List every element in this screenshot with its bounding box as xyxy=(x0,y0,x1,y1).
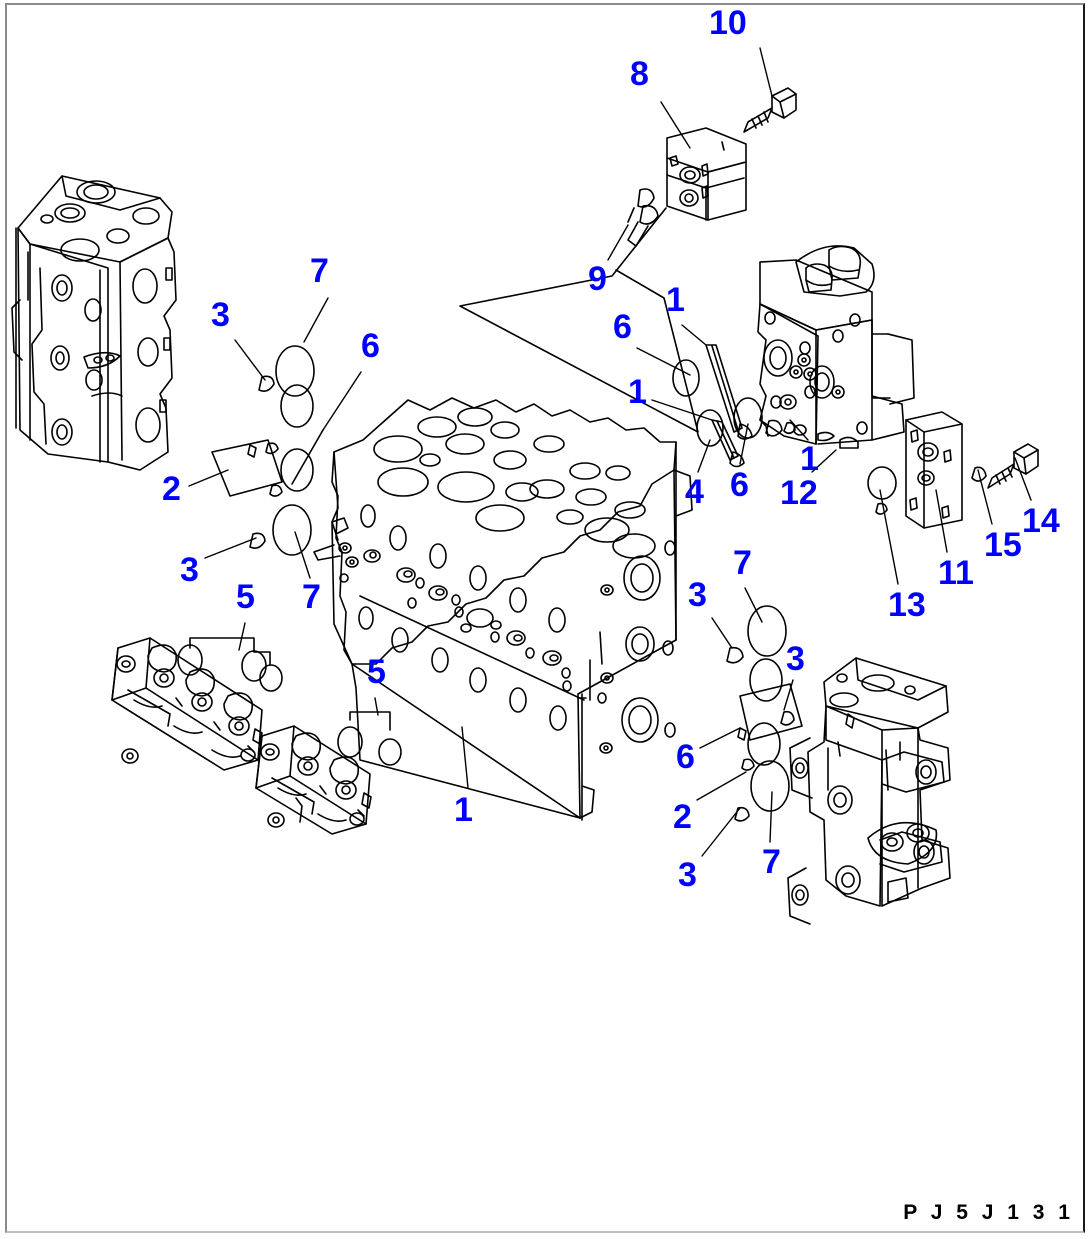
leader-line-7 xyxy=(303,297,329,343)
leader-line-7 xyxy=(294,531,311,579)
callout-3: 3 xyxy=(786,640,805,678)
callout-7: 7 xyxy=(310,252,329,290)
upper-right-valve-section xyxy=(757,245,915,449)
leader-line-1 xyxy=(681,324,707,346)
callout-3: 3 xyxy=(678,856,697,894)
leader-line-14 xyxy=(1014,457,1032,501)
leader-line-8 xyxy=(660,101,691,149)
leader-line-7 xyxy=(769,791,773,843)
callout-8: 8 xyxy=(630,55,649,93)
callout-9: 9 xyxy=(588,260,607,298)
leader-line-6 xyxy=(636,347,691,376)
callout-10: 10 xyxy=(709,4,747,42)
callout-3: 3 xyxy=(211,296,230,334)
leader-line-5 xyxy=(374,697,379,716)
callout-6: 6 xyxy=(361,327,380,365)
callout-2: 2 xyxy=(162,470,181,508)
leader-line-1 xyxy=(651,399,713,421)
leader-line-1 xyxy=(789,419,809,441)
leader-line-2 xyxy=(188,469,229,487)
left-manifold-block-a xyxy=(111,637,263,771)
leader-line-10 xyxy=(759,47,773,97)
leader-line-6 xyxy=(739,423,749,465)
leader-line-4 xyxy=(697,439,711,473)
callout-6: 6 xyxy=(676,738,695,776)
leader-line-3 xyxy=(783,679,794,711)
leader-line-5 xyxy=(238,622,246,651)
callout-3: 3 xyxy=(180,551,199,589)
leader-line-3 xyxy=(701,807,741,857)
leader-line-2 xyxy=(696,771,747,801)
upper-left-valve-section xyxy=(11,175,177,471)
callout-15: 15 xyxy=(984,526,1022,564)
tie-rod-pins-1 xyxy=(705,344,753,468)
callout-1: 1 xyxy=(666,281,685,319)
callout-6: 6 xyxy=(730,466,749,504)
leader-line-7 xyxy=(744,587,763,623)
callout-1: 1 xyxy=(628,373,647,411)
left-manifold-block-b xyxy=(255,725,372,835)
leader-line-1 xyxy=(461,726,469,789)
leader-line-3 xyxy=(234,339,266,381)
hex-bolt-10 xyxy=(743,87,797,133)
callout-3: 3 xyxy=(688,576,707,614)
hex-bolt-14 xyxy=(987,443,1039,489)
callout-1: 1 xyxy=(800,440,819,478)
cover-plate-11 xyxy=(905,411,963,529)
callout-11: 11 xyxy=(938,554,974,592)
leader-line-11 xyxy=(935,489,948,553)
callout-2: 2 xyxy=(673,798,692,836)
callout-4: 4 xyxy=(685,473,704,511)
plug-9 xyxy=(627,188,659,247)
callout-7: 7 xyxy=(762,843,781,881)
callout-leaders xyxy=(188,47,1032,857)
callout-5: 5 xyxy=(367,653,386,691)
drawing-number: P J 5 J 1 3 1 xyxy=(903,1201,1074,1224)
callout-6: 6 xyxy=(613,308,632,346)
leader-line-15 xyxy=(977,469,993,525)
leader-line-3 xyxy=(711,617,733,649)
leader-line-6 xyxy=(322,371,362,431)
plug-group-5 xyxy=(177,637,402,766)
callout-1: 1 xyxy=(454,791,473,829)
assembly-leader-line xyxy=(459,207,699,433)
leader-line-9 xyxy=(607,224,629,261)
lower-right-valve-section xyxy=(787,657,951,925)
callout-7: 7 xyxy=(302,578,321,616)
callout-7: 7 xyxy=(733,544,752,582)
main-control-valve-body xyxy=(313,397,693,821)
leader-line-3 xyxy=(204,537,257,559)
leader-line-6 xyxy=(699,727,741,749)
small-valve-block-8 xyxy=(666,127,747,221)
callout-14: 14 xyxy=(1022,502,1060,540)
callout-13: 13 xyxy=(888,586,926,624)
leader-line-12 xyxy=(811,449,837,473)
orings-plugs-left xyxy=(211,345,324,556)
leader-line-13 xyxy=(879,489,899,585)
callout-5: 5 xyxy=(236,578,255,616)
callout-12: 12 xyxy=(780,474,818,512)
